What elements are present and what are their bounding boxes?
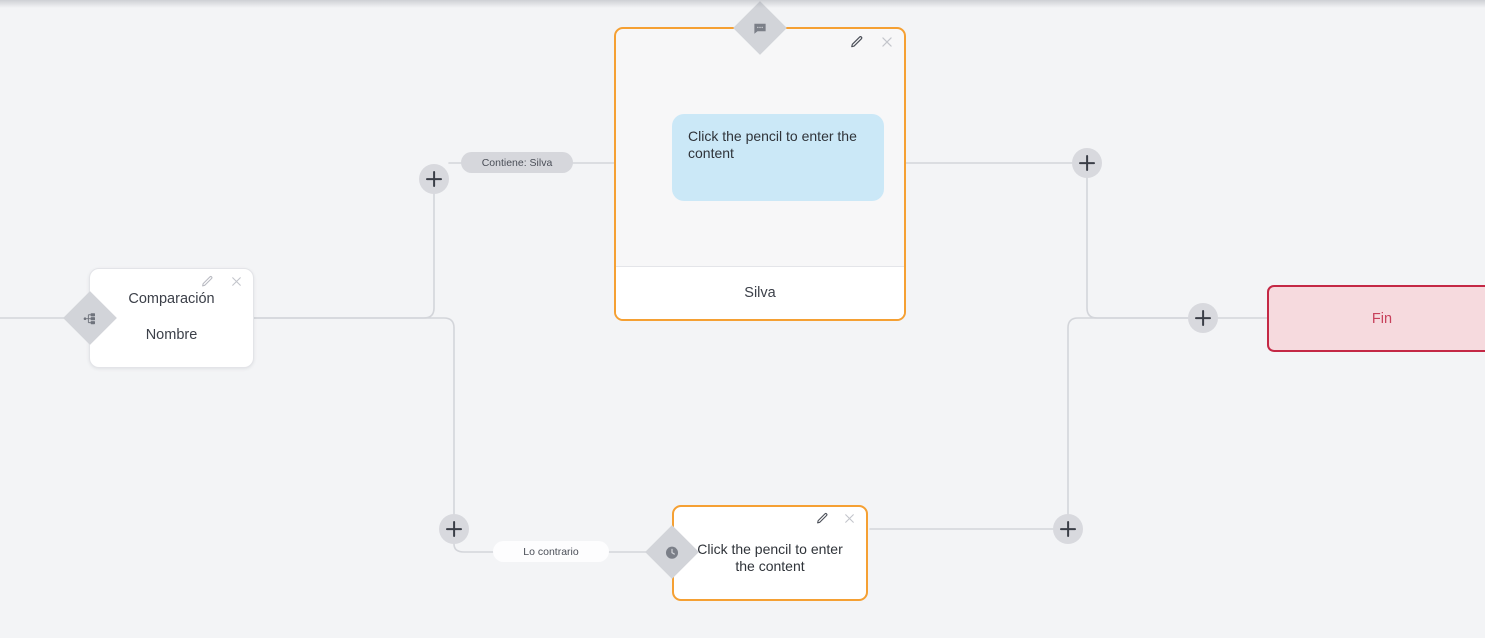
pencil-icon[interactable] — [816, 512, 829, 525]
comparison-field: Nombre — [145, 327, 198, 343]
edge-false-branch — [453, 543, 673, 553]
edge-bottom-merge — [1067, 317, 1189, 515]
node-comparison[interactable]: Comparación Nombre — [89, 268, 254, 368]
pencil-icon[interactable] — [201, 275, 214, 288]
pencil-icon[interactable] — [850, 35, 864, 49]
message-bottom-text: Click the pencil to enter the content — [697, 540, 843, 575]
clock-icon — [664, 544, 681, 561]
add-node-button-after-bottom-card[interactable] — [1053, 514, 1083, 544]
message-top-toolbar — [850, 35, 894, 49]
close-icon[interactable] — [230, 275, 243, 288]
node-end[interactable]: Fin — [1267, 285, 1485, 352]
comparison-title: Comparación — [128, 291, 215, 307]
close-icon[interactable] — [880, 35, 894, 49]
edge-top-merge — [1086, 177, 1189, 319]
message-bubble: Click the pencil to enter the content — [672, 114, 884, 201]
hierarchy-icon — [83, 311, 98, 326]
message-top-footer: Silva — [616, 266, 904, 319]
add-node-button-false-branch[interactable] — [439, 514, 469, 544]
comparison-handle[interactable] — [63, 291, 117, 345]
edge-comparison-to-true — [253, 192, 435, 319]
edge-comparison-to-false — [253, 317, 455, 515]
comparison-toolbar — [201, 275, 243, 288]
close-icon[interactable] — [843, 512, 856, 525]
add-node-button-after-top-card[interactable] — [1072, 148, 1102, 178]
chat-bubble-icon — [753, 21, 768, 36]
end-label: Fin — [1371, 310, 1393, 327]
add-node-button-true-branch[interactable] — [419, 164, 449, 194]
edge-label-otherwise: Lo contrario — [493, 541, 609, 562]
message-bottom-toolbar — [816, 512, 856, 525]
add-node-button-before-end[interactable] — [1188, 303, 1218, 333]
node-message-bottom[interactable]: Click the pencil to enter the content — [672, 505, 868, 601]
message-top-handle[interactable] — [733, 1, 787, 55]
message-bottom-handle[interactable] — [645, 525, 699, 579]
edge-label-contains: Contiene: Silva — [461, 152, 573, 173]
node-message-top[interactable]: Click the pencil to enter the content Si… — [614, 27, 906, 321]
